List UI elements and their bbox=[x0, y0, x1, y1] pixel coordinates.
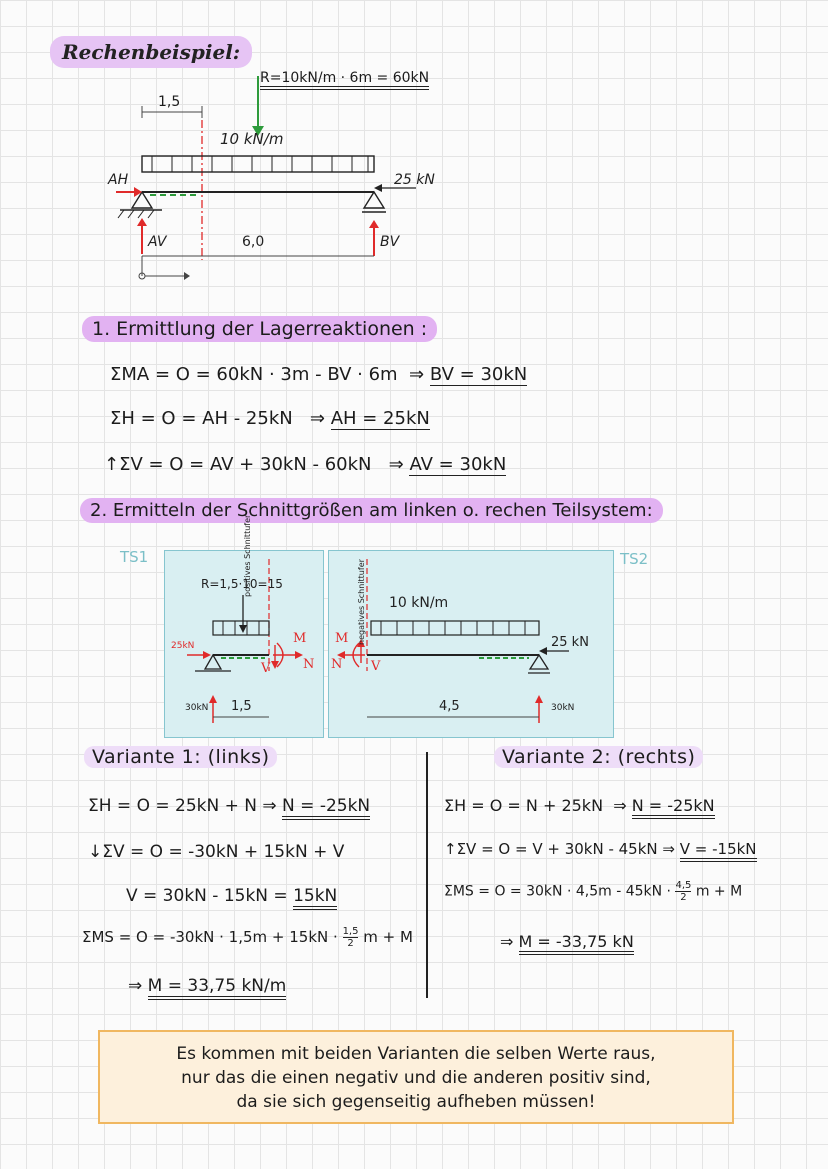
label-AV: AV bbox=[148, 234, 167, 250]
dim-span-label: 6,0 bbox=[242, 234, 265, 250]
variant2-eq3: ΣMS = O = 30kN · 4,5m - 45kN · 4,5 2 m +… bbox=[444, 880, 743, 903]
label-AH: AH bbox=[108, 172, 129, 188]
variant2-title: Variante 2: (rechts) bbox=[494, 746, 704, 768]
ts1-M: M bbox=[293, 631, 307, 646]
ts1-box: R=1,5·10=15 positives Schnittufer 25kN M… bbox=[164, 515, 324, 738]
roller-support bbox=[362, 190, 386, 209]
section2-heading: 2. Ermitteln der Schnittgrößen am linken… bbox=[80, 498, 663, 523]
variant1-eq3: V = 30kN - 15kN = 15kN bbox=[126, 886, 338, 910]
load-label: 10 kN/m bbox=[220, 130, 284, 148]
label-BV: BV bbox=[380, 234, 400, 250]
conclusion-note: Es kommen mit beiden Varianten die selbe… bbox=[98, 1030, 734, 1124]
variant2-eq1: ΣH = O = N + 25kN ⇒ N = -25kN bbox=[444, 796, 715, 819]
section1-eq3: ↑ΣV = O = AV + 30kN - 60kN ⇒ AV = 30kN bbox=[104, 454, 507, 476]
ts1-force-left: 25kN bbox=[171, 641, 195, 651]
variant1-eq2: ↓ΣV = O = -30kN + 15kN + V bbox=[88, 842, 345, 862]
variant1-eq1: ΣH = O = 25kN + N ⇒ N = -25kN bbox=[88, 796, 371, 820]
ts2-V: V bbox=[371, 659, 381, 674]
note-line1: Es kommen mit beiden Varianten die selbe… bbox=[176, 1044, 656, 1064]
variant1-eq4: ΣMS = O = -30kN · 1,5m + 15kN · 1,5 2 m … bbox=[82, 926, 413, 949]
note-line2: nur das die einen negativ und die andere… bbox=[181, 1068, 651, 1088]
variant2-eq2: ↑ΣV = O = V + 30kN - 45kN ⇒ V = -15kN bbox=[444, 840, 757, 862]
section1-eq2: ΣH = O = AH - 25kN ⇒ AH = 25kN bbox=[110, 408, 430, 430]
ts2-support: 30kN bbox=[551, 703, 575, 713]
ts1-label: TS1 bbox=[120, 548, 149, 566]
dim-left-label: 1,5 bbox=[158, 94, 181, 110]
ts2-force-right: 25 kN bbox=[551, 635, 589, 650]
beam-diagram bbox=[116, 76, 416, 280]
section1-eq1: ΣMA = O = 60kN · 3m - BV · 6m ⇒ BV = 30k… bbox=[110, 364, 528, 386]
ts2-label: TS2 bbox=[620, 550, 649, 568]
ts2-load: 10 kN/m bbox=[389, 595, 449, 611]
ts1-dim: 1,5 bbox=[231, 699, 252, 714]
variant1-result: ⇒ M = 33,75 kN/m bbox=[128, 976, 287, 1000]
ts2-box: negatives Schnittufer 10 kN/m 25 kN M N … bbox=[328, 550, 614, 738]
page-title: Rechenbeispiel: bbox=[50, 36, 253, 68]
ts1-resultant: R=1,5·10=15 bbox=[201, 577, 283, 591]
ts1-N: N bbox=[303, 657, 315, 672]
variant2-result: ⇒ M = -33,75 kN bbox=[500, 932, 634, 955]
ts2-N: N bbox=[331, 657, 343, 672]
variant1-title: Variante 1: (links) bbox=[84, 746, 278, 768]
force-right-label: 25 kN bbox=[394, 172, 435, 188]
variant-divider bbox=[426, 752, 428, 998]
fixed-support bbox=[130, 190, 154, 209]
note-line3: da sie sich gegenseitig aufheben müssen! bbox=[236, 1092, 596, 1112]
ts1-cut-label: positives Schnittufer bbox=[243, 514, 252, 597]
ts1-support: 30kN bbox=[185, 703, 209, 713]
ts2-dim: 4,5 bbox=[439, 699, 460, 714]
distributed-load bbox=[141, 155, 375, 173]
section1-heading: 1. Ermittlung der Lagerreaktionen : bbox=[82, 316, 438, 342]
ts2-cut-label: negatives Schnittufer bbox=[357, 559, 366, 645]
ts2-M: M bbox=[335, 631, 349, 646]
ts1-V: V bbox=[261, 661, 271, 676]
resultant-label: R=10kN/m · 6m = 60kN bbox=[260, 70, 430, 90]
